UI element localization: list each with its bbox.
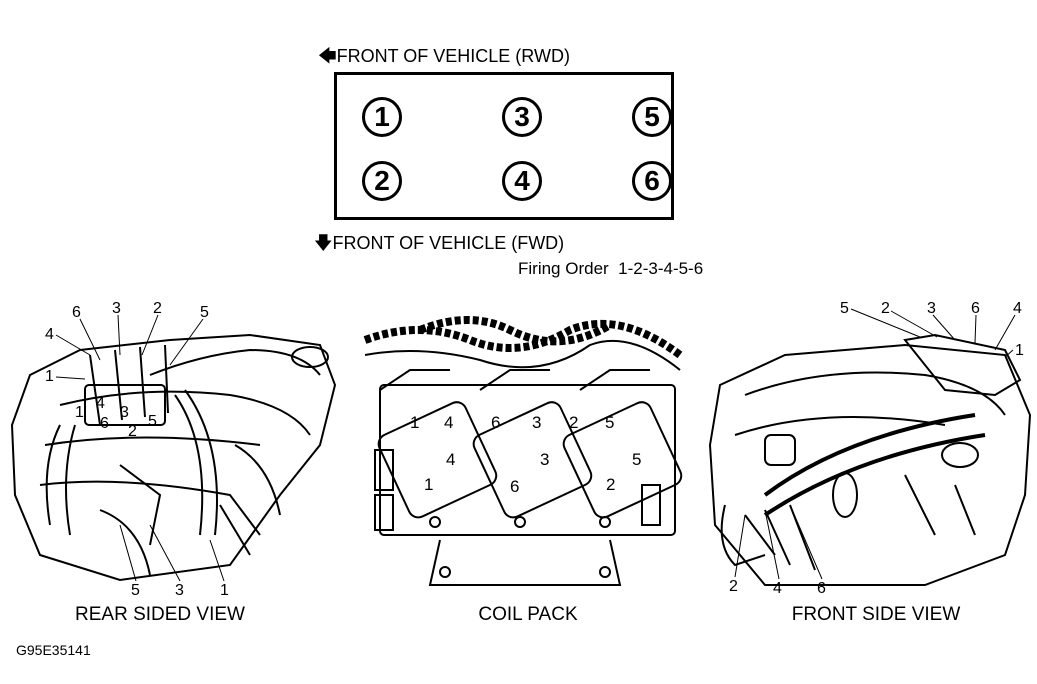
- coil-tower-label: 4: [444, 413, 453, 432]
- rear-callout: 1: [220, 582, 229, 595]
- rear-callout: 6: [72, 304, 81, 321]
- front-callout: 2: [881, 300, 890, 317]
- coil-face-label: 1: [424, 475, 433, 494]
- rear-callout: 1: [75, 404, 84, 421]
- front-callout: 5: [840, 300, 849, 317]
- front-callout: 3: [927, 300, 936, 317]
- front-callout: 6: [817, 580, 826, 595]
- rear-callout: 4: [45, 326, 54, 343]
- coil-face-label: 5: [632, 450, 641, 469]
- cylinder-3: 3: [502, 97, 542, 137]
- figure-code: G95E35141: [16, 642, 91, 658]
- cylinder-5: 5: [632, 97, 672, 137]
- coil-tower-label: 3: [532, 413, 541, 432]
- rear-callout: 3: [175, 582, 184, 595]
- rear-callout: 6: [100, 415, 109, 432]
- fwd-label: FRONT OF VEHICLE (FWD): [332, 233, 565, 253]
- front-view-label: FRONT SIDE VIEW: [791, 604, 961, 625]
- front-callout: 6: [971, 300, 980, 317]
- rear-callout: 3: [112, 300, 121, 317]
- rear-callout: 5: [200, 304, 209, 321]
- front-callout: 2: [729, 578, 738, 595]
- rear-callout: 4: [96, 395, 105, 412]
- cylinder-4: 4: [502, 161, 542, 201]
- firing-order: Firing Order 1-2-3-4-5-6: [518, 259, 703, 279]
- rwd-header: 🡄FRONT OF VEHICLE (RWD): [318, 44, 570, 74]
- rear-view-illustration: 6 3 2 5 4 1 4 3 1 6 2 5 5 3 1: [10, 300, 337, 595]
- cylinder-1: 1: [362, 97, 402, 137]
- coil-tower-label: 5: [605, 413, 614, 432]
- rear-callout: 1: [45, 368, 54, 385]
- rwd-label: FRONT OF VEHICLE (RWD): [336, 46, 570, 66]
- rear-view-label: REAR SIDED VIEW: [75, 604, 245, 625]
- coil-pack-label: COIL PACK: [478, 604, 578, 625]
- front-callouts: 5 2 3 6 4 1 2 4 6: [729, 300, 1024, 595]
- cylinder-6: 6: [632, 161, 672, 201]
- coil-tower-label: 2: [569, 413, 578, 432]
- rear-callout: 5: [131, 582, 140, 595]
- coil-tower-label: 6: [491, 413, 500, 432]
- rear-callouts: 6 3 2 5 4 1 4 3 1 6 2 5 5 3 1: [45, 300, 229, 595]
- arrow-left-icon: 🡄: [318, 46, 337, 66]
- front-view-illustration: 5 2 3 6 4 1 2 4 6: [708, 300, 1032, 595]
- coil-face-label: 4: [446, 450, 455, 469]
- cylinder-2: 2: [362, 161, 402, 201]
- rear-callout: 3: [120, 404, 129, 421]
- front-callout: 4: [1013, 300, 1022, 317]
- rear-callout: 2: [153, 300, 162, 317]
- arrow-down-icon: 🡇: [314, 233, 333, 253]
- firing-order-label: Firing Order: [518, 259, 609, 278]
- coil-face-label: 6: [510, 477, 519, 496]
- front-callout: 1: [1015, 342, 1024, 359]
- rear-callout: 5: [148, 413, 157, 430]
- fwd-header: 🡇FRONT OF VEHICLE (FWD): [314, 231, 564, 261]
- front-callout: 4: [773, 580, 782, 595]
- coil-tower-label: 1: [410, 413, 419, 432]
- firing-order-value: 1-2-3-4-5-6: [618, 259, 704, 278]
- cylinder-layout-box: 1 3 5 2 4 6: [334, 72, 674, 220]
- coil-callouts: 1 4 6 3 2 5 4 1 3 6 5 2: [410, 413, 641, 496]
- coil-face-label: 2: [606, 475, 615, 494]
- coil-pack-illustration: 1 4 6 3 2 5 4 1 3 6 5 2: [363, 316, 683, 586]
- rear-callout: 2: [128, 423, 137, 440]
- coil-face-label: 3: [540, 450, 549, 469]
